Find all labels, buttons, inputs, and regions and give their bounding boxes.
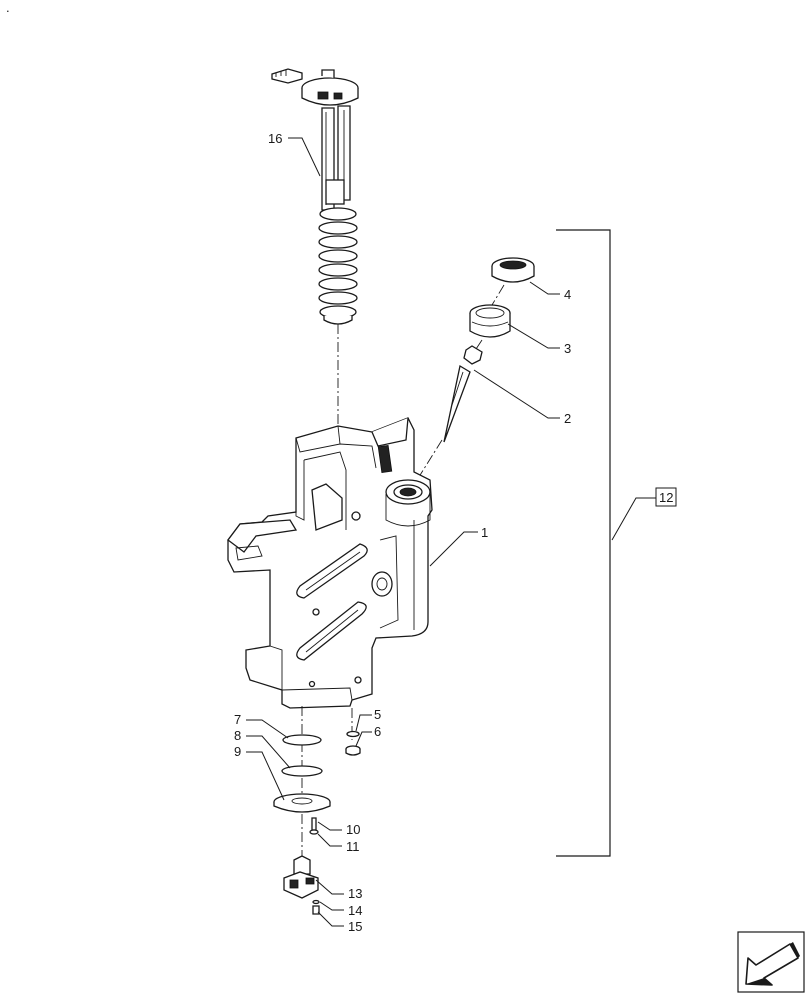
leader-15 [317,911,344,927]
part-4-cap [491,257,535,283]
part-7-o-ring [282,734,322,746]
leader-9 [246,751,285,801]
leader-16 [288,137,321,177]
part-9-plate [273,793,331,813]
callout-12-box [655,487,677,507]
leader-2 [473,369,560,419]
callout-11: 11 [346,839,360,854]
leader-12 [611,497,656,541]
leader-1 [429,531,478,567]
callout-1: 1 [481,525,488,540]
callout-14: 14 [348,903,362,918]
leader-6 [355,731,372,747]
part-8-o-ring [281,765,323,777]
leader-11 [317,833,342,847]
callout-16: 16 [268,131,282,146]
leader-7 [246,719,289,739]
leader-14 [319,901,344,911]
callout-13: 13 [348,886,362,901]
callout-10: 10 [346,822,360,837]
leader-13 [315,879,344,895]
leader-10 [317,821,342,831]
part-6-plug [345,745,361,756]
leader-4 [529,281,560,295]
leader-8 [246,735,291,769]
callout-3: 3 [564,341,571,356]
part-5-washer [346,730,360,738]
callout-12: 12 [659,490,673,505]
callout-15: 15 [348,919,362,934]
callout-9: 9 [234,744,241,759]
group-12-bracket [556,229,611,857]
part-10-11-screw [309,817,319,835]
part-13-sensor [283,855,319,899]
part-16-level-sender [271,68,359,325]
part-2-strainer [443,345,483,443]
callout-8: 8 [234,728,241,743]
leader-5 [355,714,372,732]
callout-4: 4 [564,287,571,302]
corner-mark: . [6,0,10,15]
leader-3 [507,323,560,349]
part-1-tank [227,417,433,709]
callout-7: 7 [234,712,241,727]
part-3-filler-ring [469,304,511,338]
callout-5: 5 [374,707,381,722]
arrow-bottom-left-icon[interactable] [737,931,805,993]
callout-6: 6 [374,724,381,739]
callout-2: 2 [564,411,571,426]
part-14-15-fastener [312,899,320,915]
